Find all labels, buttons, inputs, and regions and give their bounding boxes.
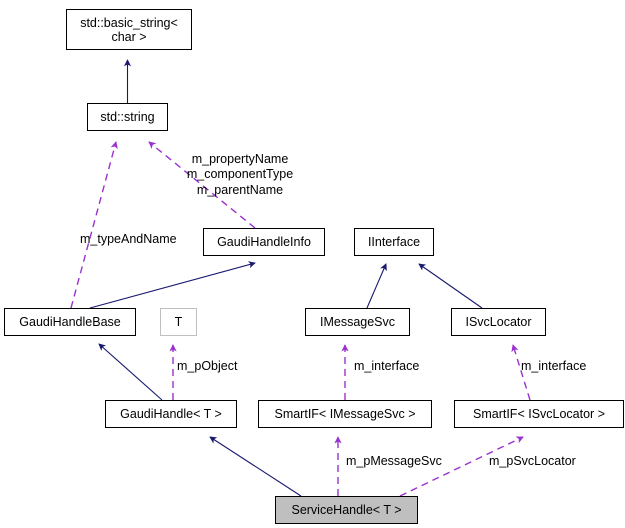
node-iinterface[interactable]: IInterface [354,228,434,256]
edge-servicehandlet-to-smartif-isvclocator [399,436,524,497]
edge-label-m-typeandname: m_typeAndName [80,232,177,246]
edge-label-m-interface-messagesvc: m_interface [354,359,420,373]
node-smartif-isvclocator[interactable]: SmartIF< ISvcLocator > [454,400,624,428]
node-servicehandle-t[interactable]: ServiceHandle< T > [275,496,418,524]
node-std-string[interactable]: std::string [87,103,168,131]
edge-gaudihandlebase-to-string [70,141,118,309]
edge-label-m-interface-svclocator: m_interface [521,359,587,373]
node-gaudihandlebase[interactable]: GaudiHandleBase [4,308,136,336]
edge-label-m-pmessagesvc: m_pMessageSvc [346,454,442,468]
node-imessagesvc[interactable]: IMessageSvc [305,308,410,336]
edge-gaudihandleinfo-to-string [148,141,256,229]
edge-label-property-member-names: m_propertyName m_componentType m_parentN… [186,152,294,197]
node-gaudihandle-t[interactable]: GaudiHandle< T > [105,400,237,428]
edge-gaudihandlebase-to-gaudihandleinfo [89,261,256,309]
edge-servicehandlet-to-gaudihandlet [209,436,302,497]
node-std-basic-string[interactable]: std::basic_string< char > [66,9,192,50]
edge-gaudihandlet-to-gaudihandlebase [98,343,163,401]
inheritance-edges [89,59,483,497]
edge-isvclocator-to-iinterface [418,263,483,309]
node-smartif-imessagesvc[interactable]: SmartIF< IMessageSvc > [258,400,432,428]
node-gaudihandleinfo[interactable]: GaudiHandleInfo [203,228,325,256]
usage-edges [70,141,531,497]
node-isvclocator[interactable]: ISvcLocator [451,308,546,336]
edge-label-m-psvclocator: m_pSvcLocator [489,454,576,468]
node-t[interactable]: T [160,308,197,336]
edge-imessagesvc-to-iinterface [366,263,387,309]
edge-label-m-pobject: m_pObject [177,359,238,373]
edge-smartif-isvclocator-to-isvclocator [511,344,531,401]
